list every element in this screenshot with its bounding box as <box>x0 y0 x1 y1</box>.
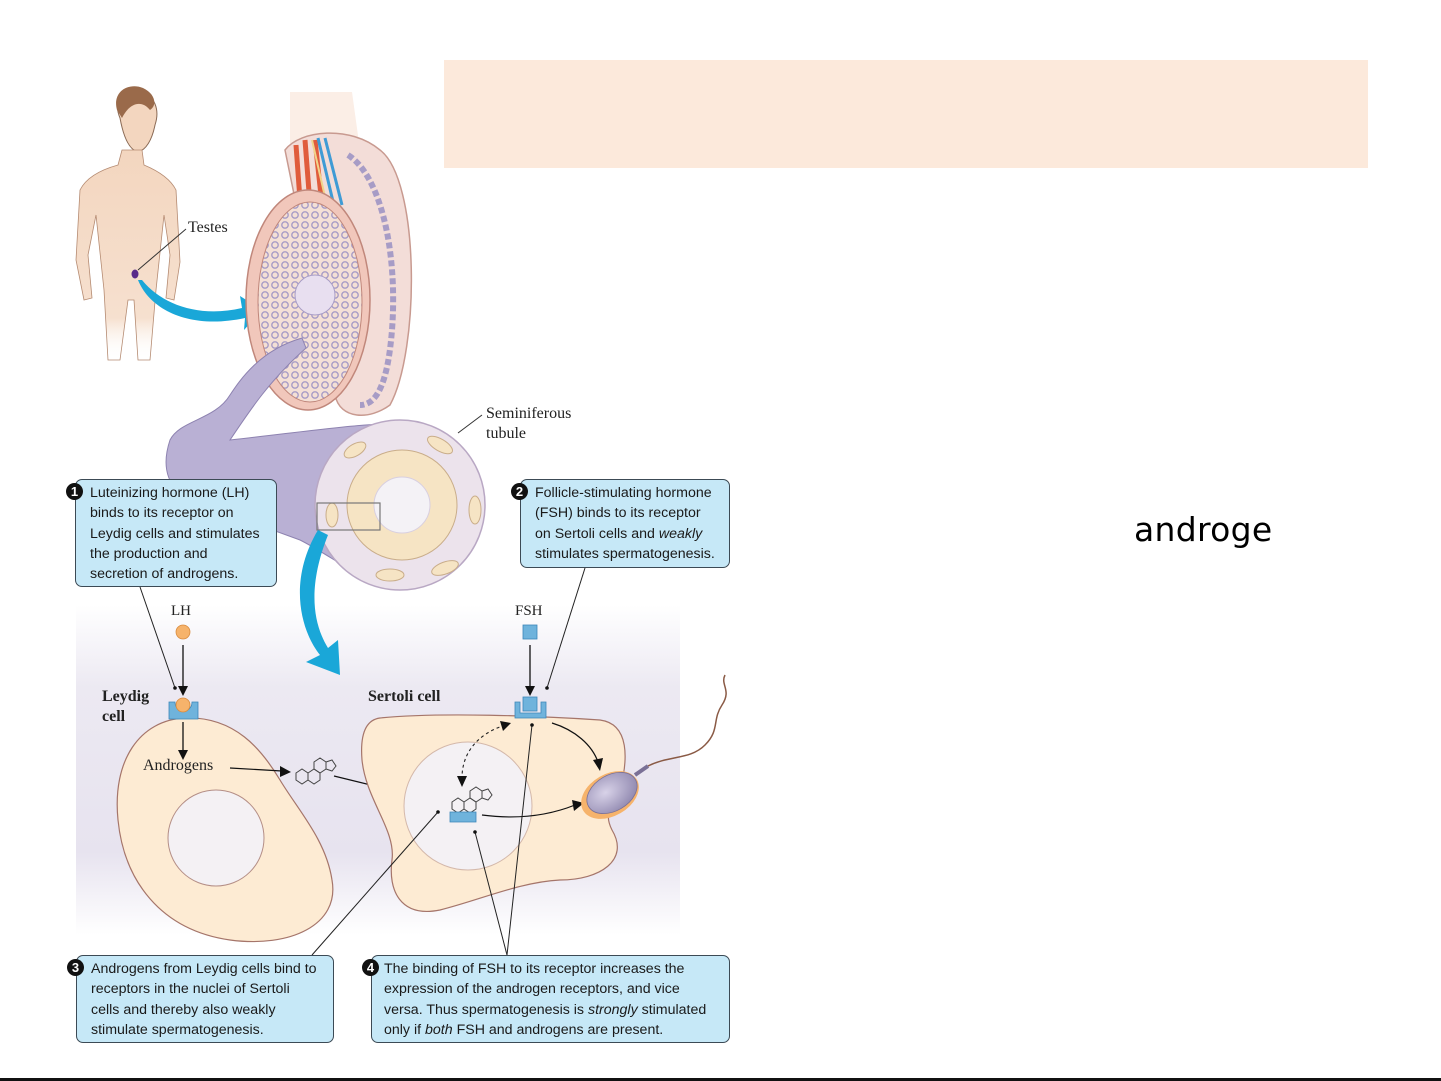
label-leydig-1: Leydig <box>102 688 150 705</box>
sperm-cell-icon <box>581 674 727 819</box>
label-lh: LH <box>171 603 191 619</box>
leydig-nucleus <box>167 789 265 887</box>
callout-1-line: binds to its receptor on <box>90 505 234 522</box>
callout-4-line: The binding of FSH to its receptor incre… <box>384 961 685 977</box>
callout-1: 1 Luteinizing hormone (LH) binds to its … <box>66 479 277 587</box>
callout-2-line: on Sertoli cells and weakly <box>535 525 703 542</box>
callout-4-line: only if both FSH and androgens are prese… <box>384 1021 664 1038</box>
zoom-arrow-down-icon <box>299 530 340 675</box>
zoom-arrow-icon <box>138 280 262 330</box>
label-sertoli: Sertoli cell <box>368 688 441 705</box>
callout-3-line: stimulate spermatogenesis. <box>91 1021 264 1038</box>
callout-1-line: Luteinizing hormone (LH) <box>90 485 250 501</box>
callout1-leader-line <box>139 586 176 689</box>
callout-1-line: the production and <box>90 545 208 562</box>
callout-4-line: expression of the androgen receptors, an… <box>384 981 680 998</box>
callout2-leader-line <box>546 567 586 689</box>
label-androgens: Androgens <box>143 757 214 774</box>
callout-2-line: (FSH) binds to its receptor <box>535 505 701 522</box>
emphasis-weakly: weakly <box>658 525 703 542</box>
label-fsh: FSH <box>515 603 543 619</box>
callout-number-4: 4 <box>362 959 379 976</box>
callout4-leader-line-a <box>474 831 508 956</box>
callout-2: 2 Follicle-stimulating hormone (FSH) bin… <box>511 479 730 568</box>
lh-molecule-icon <box>175 624 191 640</box>
testes-leader-line <box>137 228 187 271</box>
fsh-receptor-icon <box>514 701 547 719</box>
bottom-divider <box>0 1078 1441 1081</box>
fsh-molecule-icon <box>522 624 538 640</box>
callout-number-2: 2 <box>511 483 528 500</box>
callout-2-line: stimulates spermatogenesis. <box>535 545 715 562</box>
sertoli-nucleus <box>403 741 533 871</box>
callout4-leader-line-b <box>506 724 533 956</box>
testis-hormone-diagram: Testes Seminiferous tubule LH FSH Leydig… <box>66 86 730 1043</box>
label-testes: Testes <box>188 219 228 236</box>
callout3-leader-line <box>311 811 439 956</box>
callout-number-3: 3 <box>67 959 84 976</box>
label-seminiferous-2: tubule <box>486 425 526 442</box>
magnified-region-box <box>316 502 381 531</box>
body-text-placeholder[interactable]: androge <box>1134 510 1273 549</box>
tubule-cross-section <box>314 419 486 591</box>
callout-1-line: Leydig cells and stimulates <box>90 525 260 542</box>
callout-4-line: versa. Thus spermatogenesis is strongly … <box>384 1001 707 1018</box>
callout-3: 3 Androgens from Leydig cells bind to re… <box>67 955 334 1043</box>
label-leydig-2: cell <box>102 708 126 725</box>
callout-2-line: Follicle-stimulating hormone <box>535 485 712 501</box>
label-seminiferous-1: Seminiferous <box>486 405 572 422</box>
callout-number-1: 1 <box>66 483 83 500</box>
callout-3-line: cells and thereby also weakly <box>91 1001 276 1018</box>
testes-marker <box>131 269 139 279</box>
androgen-receptor-icon <box>449 811 477 823</box>
callout-1-line: secretion of androgens. <box>90 566 239 583</box>
emphasis-strongly: strongly <box>587 1001 638 1018</box>
callout-3-line: Androgens from Leydig cells bind to <box>91 961 317 977</box>
human-figure <box>75 86 181 361</box>
diagram-illustration <box>75 86 727 956</box>
androgen-molecule-icon <box>295 757 337 785</box>
callout-3-line: receptors in the nuclei of Sertoli <box>91 981 290 998</box>
title-placeholder[interactable] <box>444 60 1368 168</box>
emphasis-both: both <box>425 1021 453 1038</box>
callout-4: 4 The binding of FSH to its receptor inc… <box>362 955 730 1043</box>
seminiferous-leader-line <box>457 414 483 434</box>
bound-androgen-icon <box>451 786 493 814</box>
